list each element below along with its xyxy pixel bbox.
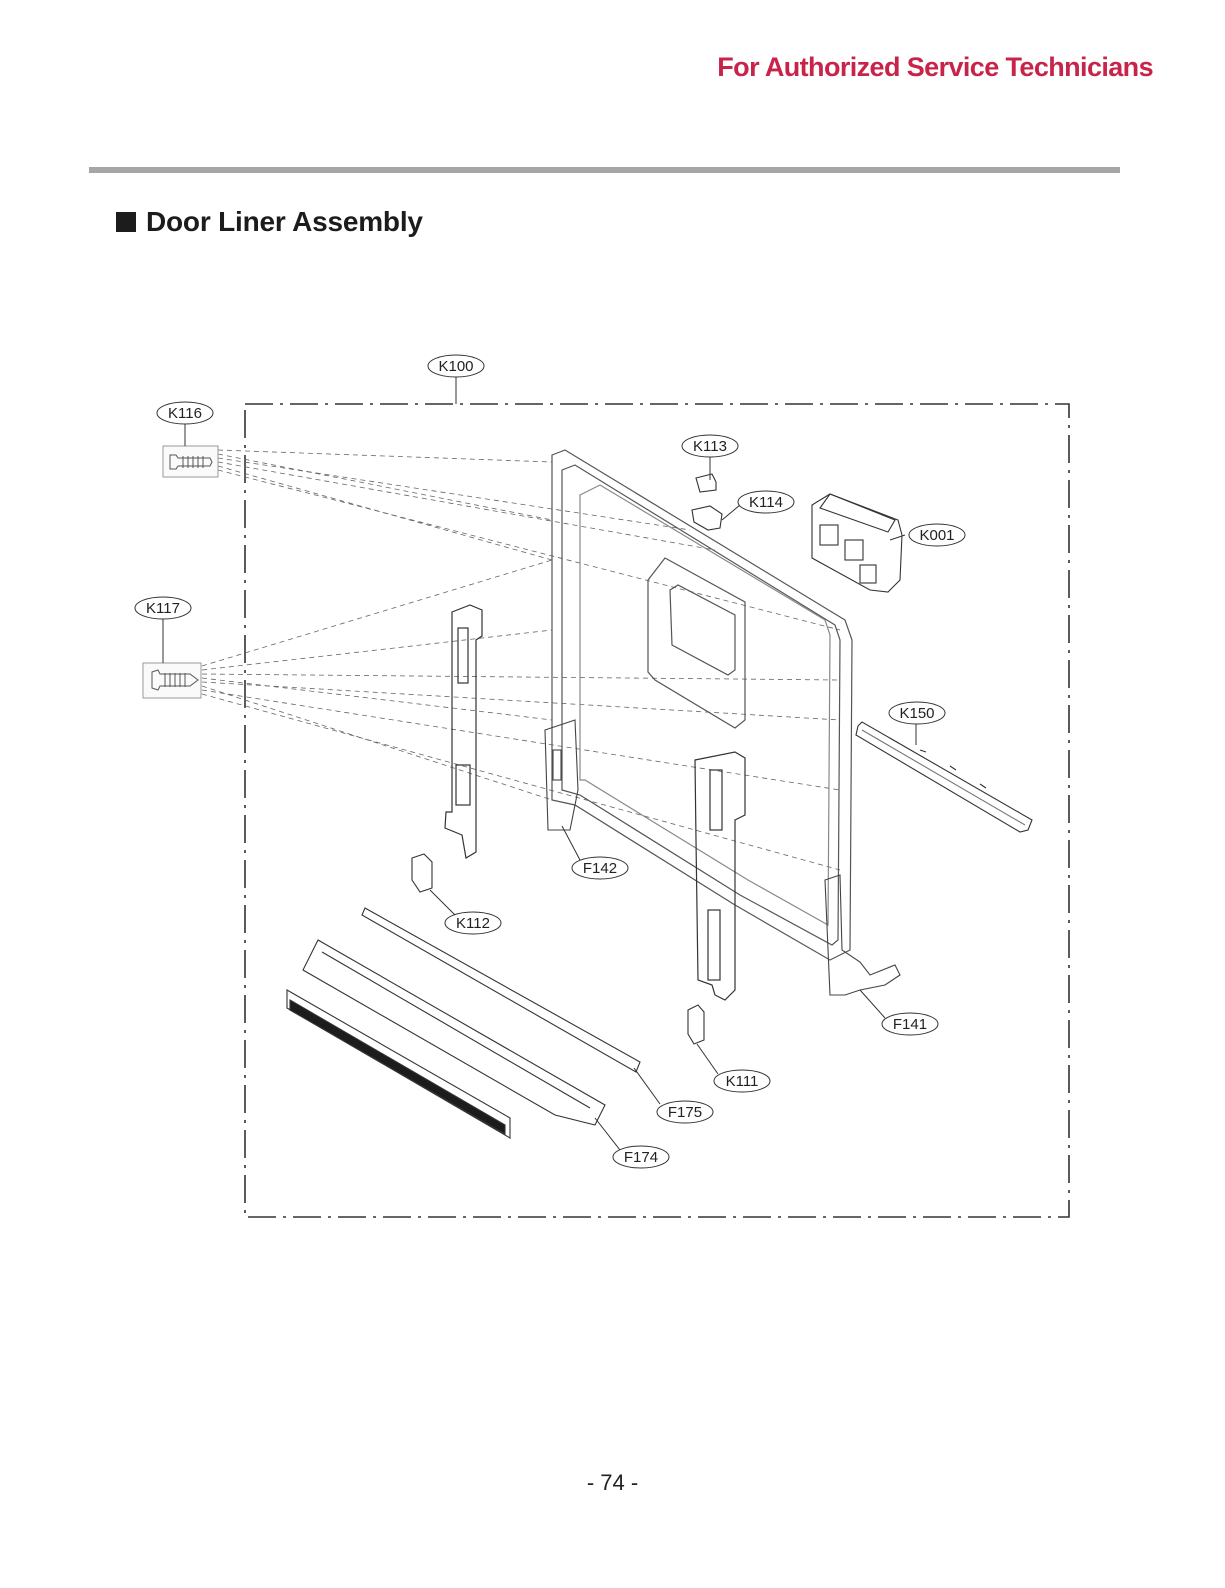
callout-k114: K114 (737, 490, 795, 514)
svg-text:F141: F141 (893, 1016, 927, 1033)
section-title: Door Liner Assembly (146, 206, 423, 237)
upper-rail (855, 721, 1033, 833)
assembly-boundary (244, 403, 1070, 1218)
svg-text:K100: K100 (438, 358, 473, 375)
service-technicians-note: For Authorized Service Technicians (717, 52, 1153, 82)
svg-text:F175: F175 (668, 1104, 702, 1121)
k116-screw (162, 445, 219, 478)
square-bullet-icon (116, 212, 136, 232)
callout-k112: K112 (444, 911, 502, 935)
svg-text:F142: F142 (583, 860, 617, 877)
callout-leaders (162, 376, 917, 1151)
callout-k117: K117 (134, 596, 192, 620)
callout-f141: F141 (881, 1012, 939, 1036)
section-heading: Door Liner Assembly (116, 206, 423, 238)
center-support-bracket (694, 751, 746, 1001)
screw-leader-lines (201, 449, 841, 871)
svg-text:K117: K117 (146, 600, 180, 617)
callout-k113: K113 (681, 434, 739, 458)
door-hinges (544, 719, 901, 996)
callout-f175: F175 (656, 1100, 714, 1124)
svg-text:K112: K112 (456, 915, 490, 932)
header-divider (89, 167, 1120, 173)
svg-text:K111: K111 (726, 1073, 759, 1090)
svg-text:K116: K116 (168, 405, 202, 422)
callout-k116: K116 (156, 401, 214, 425)
left-support-bracket (444, 604, 483, 859)
callout-k100: K100 (427, 354, 485, 378)
control-module (811, 493, 903, 593)
callout-k111: K111 (713, 1069, 771, 1093)
callout-k150: K150 (888, 701, 946, 725)
svg-text:K114: K114 (749, 494, 783, 511)
page-number: - 74 - (586, 1470, 639, 1495)
callout-f142: F142 (571, 856, 629, 880)
callout-f174: F174 (612, 1145, 670, 1169)
small-clip-parts (411, 473, 723, 1045)
door-liner-frame (551, 449, 853, 961)
svg-text:F174: F174 (624, 1149, 658, 1166)
svg-text:K113: K113 (693, 438, 727, 455)
svg-text:K001: K001 (919, 527, 954, 544)
svg-text:K150: K150 (899, 705, 934, 722)
bottom-trim-strips (286, 907, 641, 1139)
callout-k001: K001 (908, 523, 966, 547)
k117-screw (142, 662, 202, 699)
